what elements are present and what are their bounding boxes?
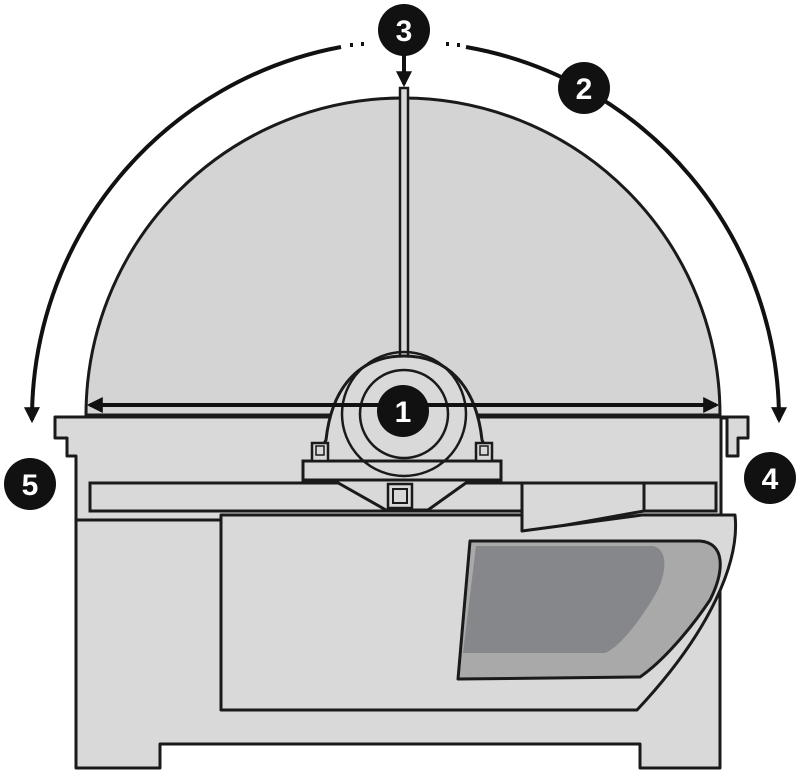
right-bolt-head (479, 445, 489, 456)
callout-2-badge: 2 (558, 62, 610, 114)
bearing-inner-ring (358, 368, 450, 460)
callout-1-badge: 1 (377, 385, 429, 437)
callout-2-label: 2 (576, 73, 593, 106)
callout-4-label: 4 (762, 463, 779, 496)
left-bolt-head (315, 445, 325, 456)
bearing-outer-ring (340, 350, 468, 478)
bottom-nut (386, 482, 414, 510)
callout-5-badge: 5 (4, 458, 56, 510)
rotation-arrow-right (465, 45, 788, 424)
callout-4-badge: 4 (744, 452, 796, 504)
callout-1-label: 1 (395, 396, 412, 429)
bottom-nut-inner (392, 488, 408, 504)
callout-3-label: 3 (396, 15, 413, 48)
window-glass (463, 546, 665, 653)
mast (398, 86, 410, 375)
callout-5-label: 5 (22, 469, 39, 502)
callout-3-badge: 3 (378, 4, 430, 56)
rotation-arrow-left (23, 45, 342, 424)
